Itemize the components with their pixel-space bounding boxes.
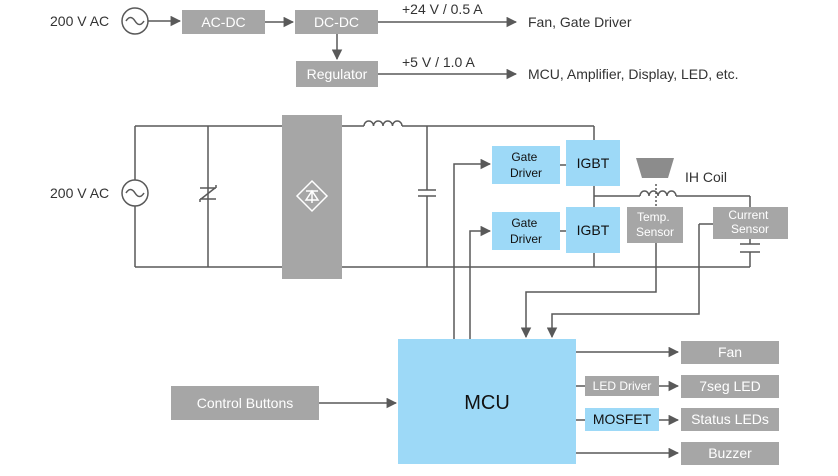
ac-source-main-icon xyxy=(121,179,149,207)
control-signal-wires xyxy=(453,158,713,339)
inductor-icon xyxy=(363,120,403,127)
status-leds-output-block xyxy=(681,408,779,431)
gate-driver-1-block xyxy=(492,146,560,184)
led-driver-block xyxy=(585,376,659,396)
ih-coil-label: IH Coil xyxy=(685,169,727,185)
fan-output-label: Fan xyxy=(718,344,742,360)
mosfet-block xyxy=(585,408,659,431)
capacitor-icon xyxy=(418,189,436,197)
mcu-label: MCU xyxy=(464,392,510,414)
rail-24v-load-label: Fan, Gate Driver xyxy=(528,14,632,30)
ac-dc-label: AC-DC xyxy=(201,14,245,30)
gate-driver-1-label: Gate Driver xyxy=(510,150,542,180)
varistor-icon xyxy=(199,185,217,202)
gate-driver-2-line-1: Gate xyxy=(511,216,537,230)
current-sensor-block xyxy=(713,207,788,239)
control-buttons-label: Control Buttons xyxy=(197,395,294,411)
igbt-1-block xyxy=(566,140,620,186)
current-sensor-coil-icon xyxy=(740,243,760,253)
buzzer-output-label: Buzzer xyxy=(708,445,752,461)
temp-sensor-label: Temp. Sensor xyxy=(636,210,674,239)
gate-driver-1-line-2: Driver xyxy=(510,166,542,180)
gate-driver-1-line-1: Gate xyxy=(511,150,537,164)
ac-dc-block xyxy=(182,10,265,34)
bridge-rectifier-icon xyxy=(295,179,329,213)
ih-coil-winding-icon xyxy=(639,190,677,197)
regulator-label: Regulator xyxy=(307,66,368,82)
buzzer-output-block xyxy=(681,442,779,465)
temp-sensor-line-2: Sensor xyxy=(636,225,674,239)
temp-sensor-block xyxy=(627,207,683,243)
igbt-2-label: IGBT xyxy=(577,222,610,238)
rail-5v-load-label: MCU, Amplifier, Display, LED, etc. xyxy=(528,66,739,82)
seven-seg-output-label: 7seg LED xyxy=(699,378,760,394)
ih-coil-pot-icon xyxy=(636,158,674,178)
gate-driver-2-label: Gate Driver xyxy=(510,216,542,246)
seven-seg-output-block xyxy=(681,375,779,398)
gate-driver-2-line-2: Driver xyxy=(510,232,542,246)
led-driver-label: LED Driver xyxy=(593,379,652,393)
igbt-2-block xyxy=(566,207,620,253)
rail-24v-label: +24 V / 0.5 A xyxy=(402,1,483,17)
fan-output-block xyxy=(681,341,779,364)
regulator-block xyxy=(296,61,378,87)
dc-dc-block xyxy=(295,10,378,34)
mcu-block xyxy=(398,339,576,464)
current-sensor-line-2: Sensor xyxy=(731,222,769,236)
ac-source-top-icon xyxy=(121,7,149,35)
gate-driver-2-block xyxy=(492,212,560,250)
ac-input-top-label: 200 V AC xyxy=(50,13,109,29)
status-leds-output-label: Status LEDs xyxy=(691,411,769,427)
igbt-1-label: IGBT xyxy=(577,155,610,171)
mosfet-label: MOSFET xyxy=(593,411,652,427)
control-buttons-block xyxy=(171,386,319,420)
current-sensor-label: Current Sensor xyxy=(728,208,771,236)
temp-sensor-line-1: Temp. xyxy=(637,210,670,224)
ac-input-main-label: 200 V AC xyxy=(50,185,109,201)
rail-5v-label: +5 V / 1.0 A xyxy=(402,54,475,70)
dc-dc-label: DC-DC xyxy=(314,14,359,30)
current-sensor-line-1: Current xyxy=(728,208,769,222)
main-circuit-wires xyxy=(134,125,751,268)
